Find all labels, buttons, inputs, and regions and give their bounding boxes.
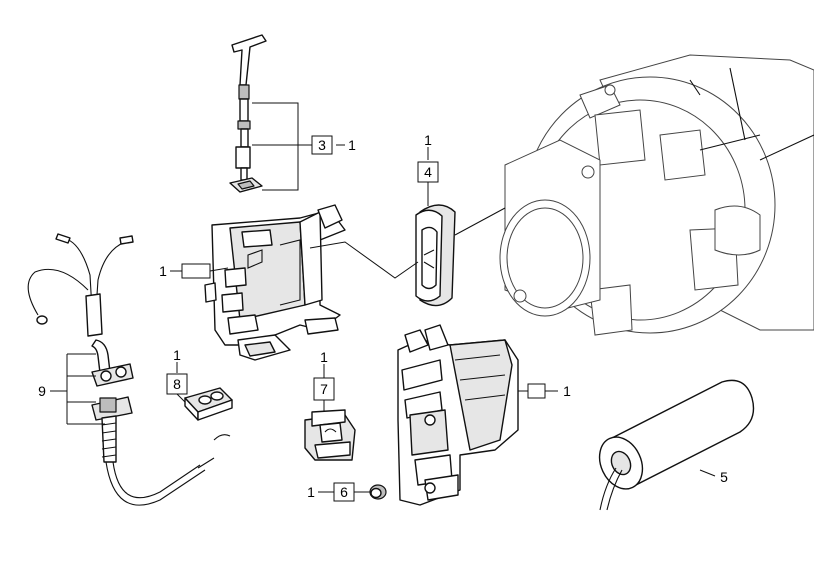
callout-labels: 3 1 1 4 1 1 8 1 7 1 9 1 6 5 [38,132,728,500]
part-1-housing [204,204,346,361]
ref-1-housing-label: 1 [159,263,167,279]
ref-7-quantity: 1 [320,349,328,365]
ref-4-label: 4 [424,164,432,180]
part-8-grommet [184,387,233,421]
ref-4-box [417,161,439,183]
ref-8-quantity: 1 [173,347,181,363]
ref-3-box [311,135,333,155]
ref-9-label: 9 [38,383,46,399]
leader-lines [50,102,716,493]
ref-6-box [333,482,355,502]
ref-7-box [313,377,335,401]
part-3-sensor-rod [229,34,267,193]
ref-8-box [166,373,188,395]
ref-5-label: 5 [720,469,728,485]
ref-6-quantity: 1 [307,484,315,500]
ref-8-label: 8 [173,376,181,392]
ref-1-switchbox-label: 1 [563,383,571,399]
part-6-nut [369,484,387,500]
part-5-capacitor [598,379,755,511]
motor-assembly [499,54,814,336]
ref-4-quantity: 1 [424,132,432,148]
ref-7-label: 7 [320,381,328,397]
part-1-switch-box [397,324,519,506]
part-7-clip [304,409,356,461]
part-9-cable-assembly [27,233,231,506]
callout-boxes [166,135,546,502]
ref-6-label: 6 [340,484,348,500]
part-4-seal-ring [415,204,456,307]
ref-1-housing-box [181,263,211,279]
ref-3-quantity: 1 [348,137,356,153]
ref-3-label: 3 [318,137,326,153]
ref-1-switchbox-box [527,383,546,399]
